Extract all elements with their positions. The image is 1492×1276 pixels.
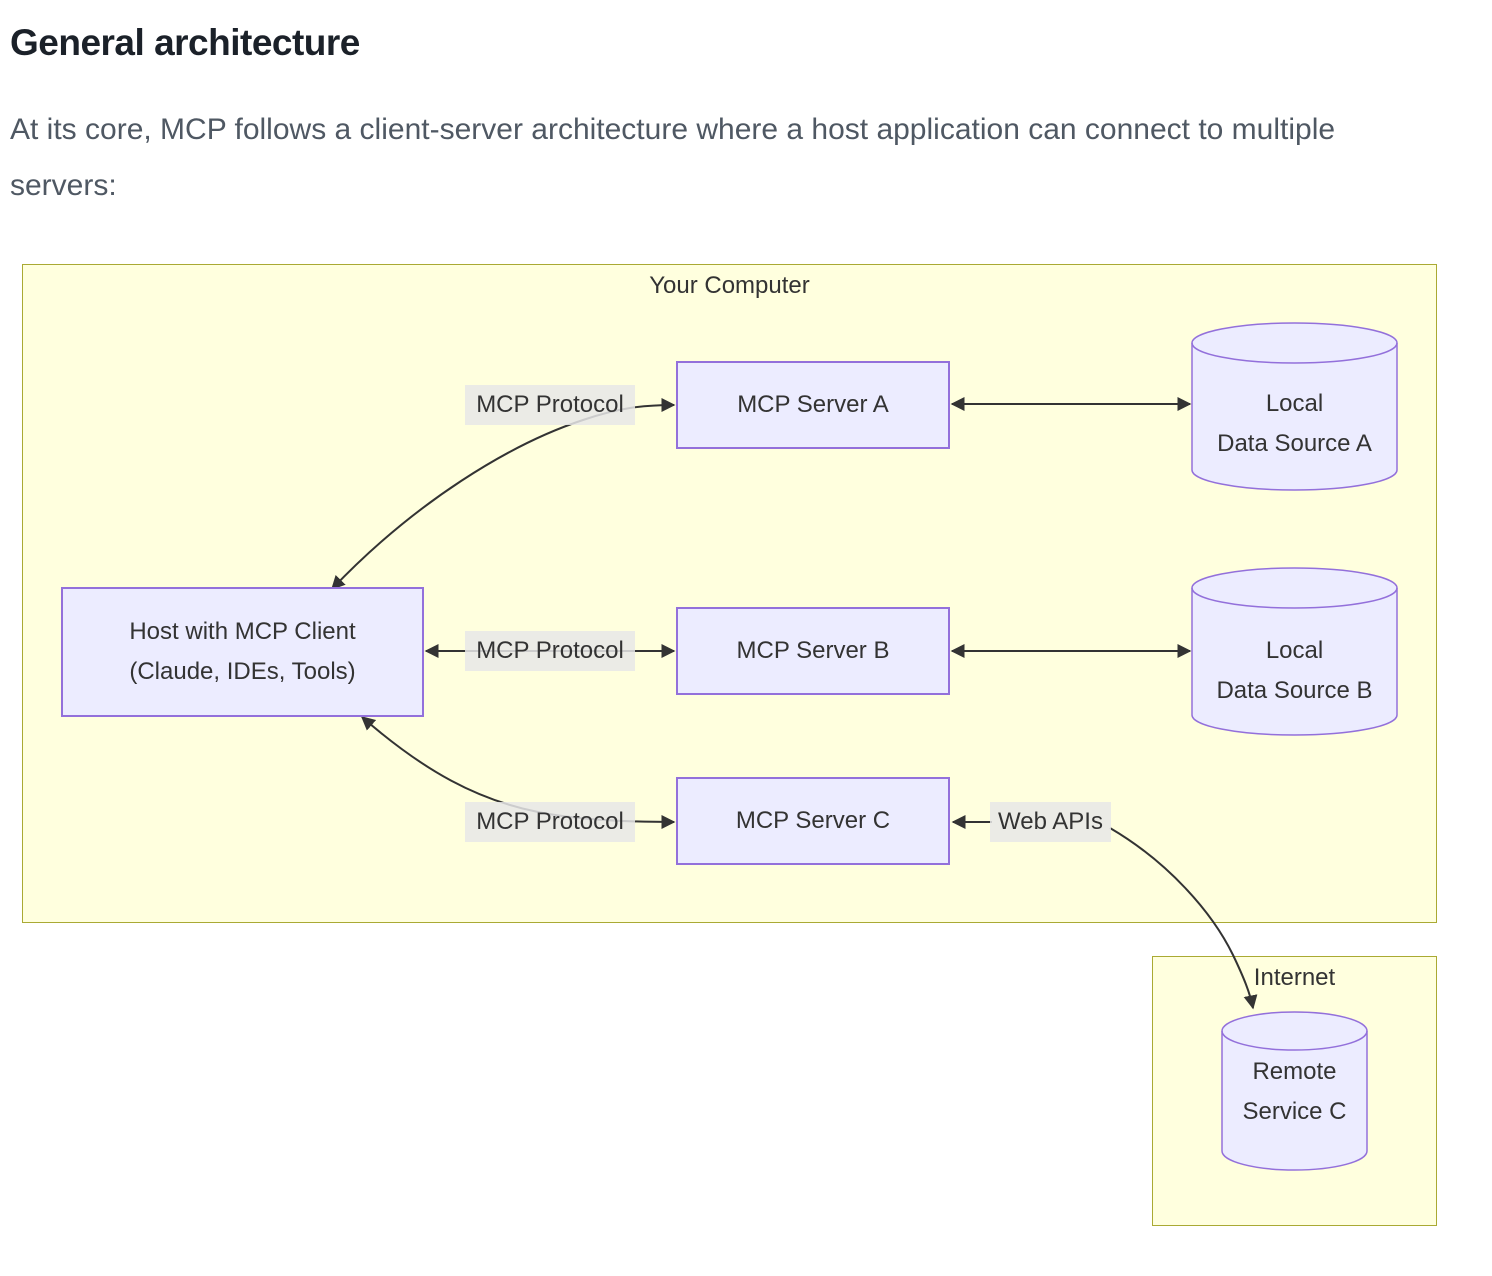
node-mcp-server-b: MCP Server B xyxy=(676,607,950,695)
edge-label-mcp-protocol-a: MCP Protocol xyxy=(465,385,635,425)
node-mcp-server-b-label: MCP Server B xyxy=(736,637,890,664)
cylinder-local-data-source-a-label: Local Data Source A xyxy=(1192,384,1397,464)
node-mcp-server-c: MCP Server C xyxy=(676,777,950,865)
cylinder-local-data-source-b-label: Local Data Source B xyxy=(1192,631,1397,711)
remote-service-c-line1: Remote xyxy=(1252,1058,1337,1085)
data-source-a-line2: Data Source A xyxy=(1217,430,1372,457)
cylinder-remote-service-c-label: Remote Service C xyxy=(1222,1052,1367,1132)
edge-label-mcp-protocol-c: MCP Protocol xyxy=(465,802,635,842)
data-source-a-line1: Local xyxy=(1265,390,1324,417)
subgraph-your-computer-title: Your Computer xyxy=(649,272,810,299)
node-host-line2: (Claude, IDEs, Tools) xyxy=(129,658,356,685)
remote-service-c-line2: Service C xyxy=(1242,1098,1347,1125)
node-mcp-server-a-label: MCP Server A xyxy=(737,391,889,418)
data-source-b-line2: Data Source B xyxy=(1216,677,1373,704)
node-mcp-server-c-label: MCP Server C xyxy=(735,807,891,834)
node-host: Host with MCP Client (Claude, IDEs, Tool… xyxy=(61,587,424,717)
intro-paragraph: At its core, MCP follows a client-server… xyxy=(10,113,1336,202)
node-mcp-server-a: MCP Server A xyxy=(676,361,950,449)
node-host-line1: Host with MCP Client xyxy=(129,618,356,645)
edge-label-mcp-protocol-b: MCP Protocol xyxy=(465,631,635,671)
data-source-b-line1: Local xyxy=(1265,637,1324,664)
edge-label-web-apis: Web APIs xyxy=(990,802,1111,842)
page-title: General architecture xyxy=(10,22,360,63)
subgraph-internet-title: Internet xyxy=(1253,964,1336,991)
